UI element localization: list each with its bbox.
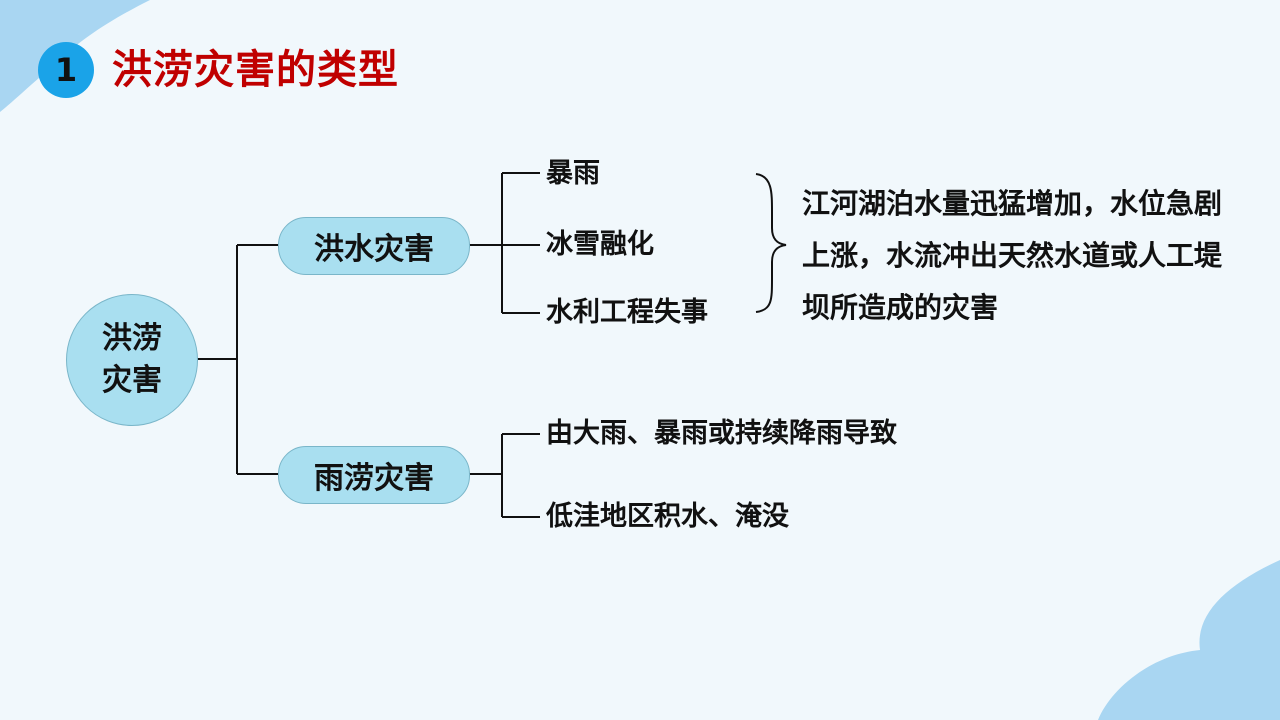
cause-heavy-rain: 由大雨、暴雨或持续降雨导致 bbox=[546, 418, 897, 449]
branch-node-waterlogging: 雨涝灾害 bbox=[278, 446, 470, 504]
root-node: 洪涝 灾害 bbox=[66, 294, 198, 426]
root-label-line2: 灾害 bbox=[102, 363, 162, 398]
flood-description: 江河湖泊水量迅猛增加，水位急剧上涨，水流冲出天然水道或人工堤坝所造成的灾害 bbox=[802, 187, 1223, 324]
slide-title: 洪涝灾害的类型 bbox=[112, 47, 399, 93]
bottom-right-wave bbox=[1098, 560, 1280, 720]
cause-dam-failure: 水利工程失事 bbox=[546, 297, 708, 328]
root-label-line1: 洪涝 bbox=[102, 321, 162, 356]
cause-low-lying-water: 低洼地区积水、淹没 bbox=[546, 501, 789, 532]
cause-rainstorm: 暴雨 bbox=[546, 158, 600, 189]
branch-node-flood: 洪水灾害 bbox=[278, 217, 470, 275]
cause-snowmelt: 冰雪融化 bbox=[546, 229, 654, 260]
curly-brace bbox=[755, 173, 787, 313]
top-left-wave bbox=[0, 0, 150, 112]
section-number-badge: 1 bbox=[38, 42, 94, 98]
